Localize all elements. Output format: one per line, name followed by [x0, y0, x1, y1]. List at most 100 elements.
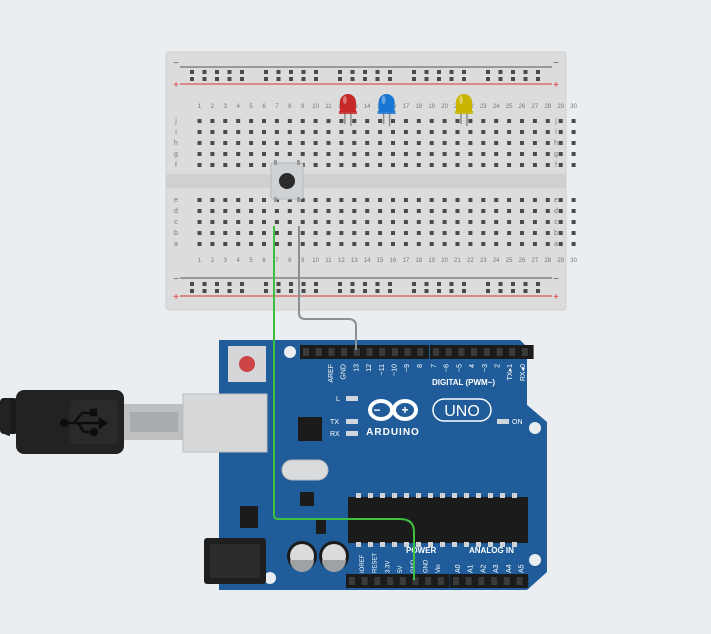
breadboard-hole[interactable]: [442, 119, 447, 123]
breadboard-hole[interactable]: [442, 242, 447, 246]
breadboard-hole[interactable]: [391, 198, 395, 202]
breadboard-hole[interactable]: [481, 119, 486, 123]
breadboard-hole[interactable]: [532, 220, 537, 224]
header-pin[interactable]: [366, 348, 373, 356]
power-jack[interactable]: [204, 538, 266, 584]
header-pin[interactable]: [453, 577, 459, 585]
rail-hole[interactable]: [462, 289, 466, 293]
breadboard-hole[interactable]: [300, 198, 305, 202]
breadboard-hole[interactable]: [300, 152, 305, 156]
breadboard-hole[interactable]: [455, 152, 460, 156]
breadboard-hole[interactable]: [249, 141, 254, 145]
rail-hole[interactable]: [462, 282, 466, 286]
breadboard-hole[interactable]: [468, 130, 473, 134]
rail-hole[interactable]: [264, 282, 268, 286]
breadboard-hole[interactable]: [442, 198, 447, 202]
breadboard-hole[interactable]: [558, 209, 563, 213]
breadboard-hole[interactable]: [558, 130, 563, 134]
breadboard-hole[interactable]: [365, 231, 370, 235]
header-pin[interactable]: [341, 348, 348, 356]
header-pin[interactable]: [361, 577, 368, 585]
breadboard-hole[interactable]: [300, 130, 305, 134]
breadboard-hole[interactable]: [352, 231, 357, 235]
rail-hole[interactable]: [363, 282, 367, 286]
breadboard-hole[interactable]: [236, 163, 241, 167]
breadboard-hole[interactable]: [416, 152, 421, 156]
breadboard-hole[interactable]: [313, 209, 318, 213]
rail-hole[interactable]: [338, 282, 342, 286]
breadboard-hole[interactable]: [468, 152, 473, 156]
breadboard-hole[interactable]: [391, 220, 395, 224]
rail-hole[interactable]: [498, 70, 503, 74]
breadboard-hole[interactable]: [339, 231, 344, 235]
breadboard-hole[interactable]: [223, 130, 228, 134]
breadboard-hole[interactable]: [352, 163, 357, 167]
breadboard-hole[interactable]: [378, 119, 383, 123]
rail-hole[interactable]: [498, 282, 503, 286]
breadboard-hole[interactable]: [416, 130, 421, 134]
breadboard-hole[interactable]: [391, 163, 395, 167]
breadboard-hole[interactable]: [494, 141, 499, 145]
breadboard-hole[interactable]: [326, 163, 331, 167]
rail-hole[interactable]: [498, 289, 503, 293]
rail-hole[interactable]: [227, 289, 232, 293]
breadboard-hole[interactable]: [571, 209, 576, 213]
rail-hole[interactable]: [202, 289, 207, 293]
breadboard-hole[interactable]: [403, 242, 408, 246]
breadboard-hole[interactable]: [262, 242, 266, 246]
breadboard-hole[interactable]: [236, 141, 241, 145]
breadboard-hole[interactable]: [365, 152, 370, 156]
breadboard-hole[interactable]: [326, 220, 331, 224]
rail-hole[interactable]: [449, 77, 454, 81]
breadboard-hole[interactable]: [468, 198, 473, 202]
rail-hole[interactable]: [240, 77, 244, 81]
breadboard-hole[interactable]: [313, 163, 318, 167]
breadboard-hole[interactable]: [210, 119, 215, 123]
rail-hole[interactable]: [388, 289, 392, 293]
breadboard-hole[interactable]: [494, 198, 499, 202]
usb-cable[interactable]: [0, 390, 184, 454]
breadboard-hole[interactable]: [274, 242, 279, 246]
breadboard-hole[interactable]: [378, 198, 383, 202]
rail-hole[interactable]: [240, 289, 244, 293]
breadboard-hole[interactable]: [339, 198, 344, 202]
breadboard-hole[interactable]: [262, 119, 266, 123]
header-pin[interactable]: [303, 348, 309, 356]
rail-hole[interactable]: [437, 70, 441, 74]
breadboard-hole[interactable]: [378, 163, 383, 167]
breadboard-hole[interactable]: [429, 209, 434, 213]
push-button[interactable]: [270, 160, 304, 202]
breadboard-hole[interactable]: [416, 198, 421, 202]
rail-hole[interactable]: [301, 282, 306, 286]
breadboard-hole[interactable]: [223, 141, 228, 145]
rail-hole[interactable]: [388, 70, 392, 74]
rail-hole[interactable]: [289, 289, 293, 293]
rail-hole[interactable]: [227, 70, 232, 74]
breadboard-hole[interactable]: [494, 152, 499, 156]
header-pin[interactable]: [496, 348, 503, 356]
breadboard-hole[interactable]: [352, 152, 357, 156]
rail-hole[interactable]: [289, 70, 293, 74]
breadboard-hole[interactable]: [468, 119, 473, 123]
rail-hole[interactable]: [215, 282, 219, 286]
breadboard-hole[interactable]: [403, 209, 408, 213]
header-pin[interactable]: [478, 577, 485, 585]
breadboard-hole[interactable]: [468, 209, 473, 213]
breadboard-hole[interactable]: [352, 141, 357, 145]
breadboard-hole[interactable]: [197, 209, 202, 213]
breadboard-hole[interactable]: [262, 141, 266, 145]
rail-hole[interactable]: [412, 282, 416, 286]
breadboard-hole[interactable]: [236, 130, 241, 134]
rail-hole[interactable]: [536, 289, 540, 293]
breadboard-hole[interactable]: [210, 141, 215, 145]
breadboard-hole[interactable]: [558, 163, 563, 167]
breadboard-hole[interactable]: [545, 163, 550, 167]
breadboard-hole[interactable]: [287, 209, 292, 213]
breadboard-hole[interactable]: [352, 220, 357, 224]
breadboard-hole[interactable]: [223, 231, 228, 235]
header-pin[interactable]: [374, 577, 381, 585]
breadboard-hole[interactable]: [210, 152, 215, 156]
breadboard-hole[interactable]: [429, 231, 434, 235]
breadboard-hole[interactable]: [545, 141, 550, 145]
